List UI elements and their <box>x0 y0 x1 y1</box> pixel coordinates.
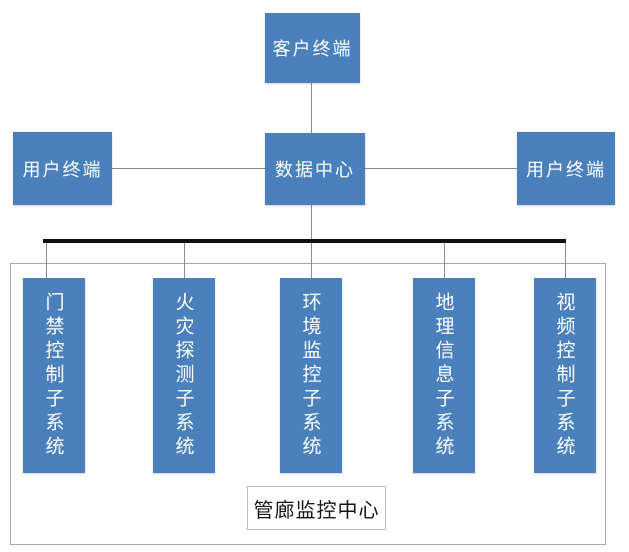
node-data-center: 数据中心 <box>265 133 365 205</box>
drop-line-geo-info <box>444 243 445 278</box>
connector-client-to-datacenter <box>311 83 312 133</box>
subsystem-environment-monitoring: 环境监控子系统 <box>280 278 342 473</box>
connector-datacenter-to-right-terminal <box>365 168 517 169</box>
node-user-terminal-left: 用户终端 <box>13 132 112 205</box>
subsystem-access-control: 门禁控制子系统 <box>23 278 85 473</box>
drop-line-fire-detection <box>184 243 185 278</box>
monitoring-center-label: 管廊监控中心 <box>247 486 386 530</box>
bus-bar <box>43 239 566 243</box>
drop-line-video-control <box>565 243 566 278</box>
subsystem-geographic-information: 地理信息子系统 <box>413 278 475 473</box>
connector-left-terminal-to-datacenter <box>112 168 265 169</box>
subsystem-fire-detection: 火灾探测子系统 <box>153 278 215 473</box>
node-user-terminal-right: 用户终端 <box>517 132 615 205</box>
subsystem-video-control: 视频控制子系统 <box>534 278 596 473</box>
drop-line-access-control <box>46 243 47 278</box>
node-client-terminal: 客户终端 <box>265 13 360 83</box>
monitoring-center-container <box>10 263 606 545</box>
